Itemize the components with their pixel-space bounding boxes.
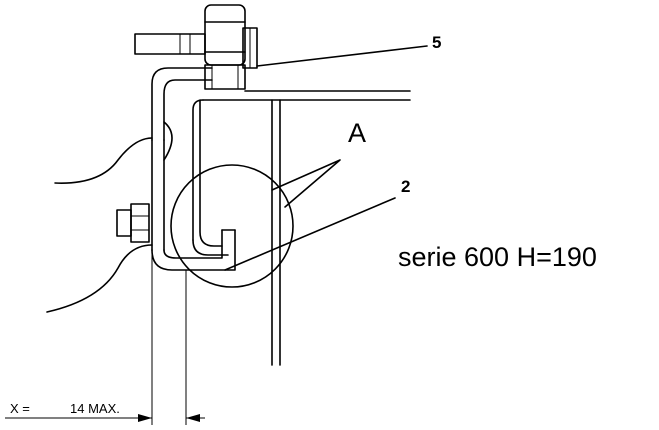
- dim-x-label: X =: [10, 401, 30, 416]
- dim-arrow-left: [138, 414, 152, 422]
- top-bolt-assembly: [134, 4, 258, 90]
- detail-circle-a: [170, 164, 294, 288]
- callout-2-label: 2: [401, 177, 410, 196]
- left-profile-upper: [54, 137, 153, 184]
- left-profile-lower: [46, 244, 153, 313]
- leader-5: [256, 45, 428, 67]
- series-note: serie 600 H=190: [398, 242, 597, 272]
- frame: [192, 90, 411, 366]
- detail-a-label: A: [348, 118, 366, 148]
- side-nut-bolt: [116, 203, 150, 243]
- stop-knob: [163, 121, 173, 161]
- callout-5-label: 5: [432, 33, 441, 52]
- dim-x-value: 14 MAX.: [70, 401, 120, 416]
- dim-arrow-right: [186, 414, 200, 422]
- leader-2: [224, 197, 396, 271]
- dimension-x: X = 14 MAX.: [5, 401, 205, 422]
- leader-a: [271, 159, 341, 208]
